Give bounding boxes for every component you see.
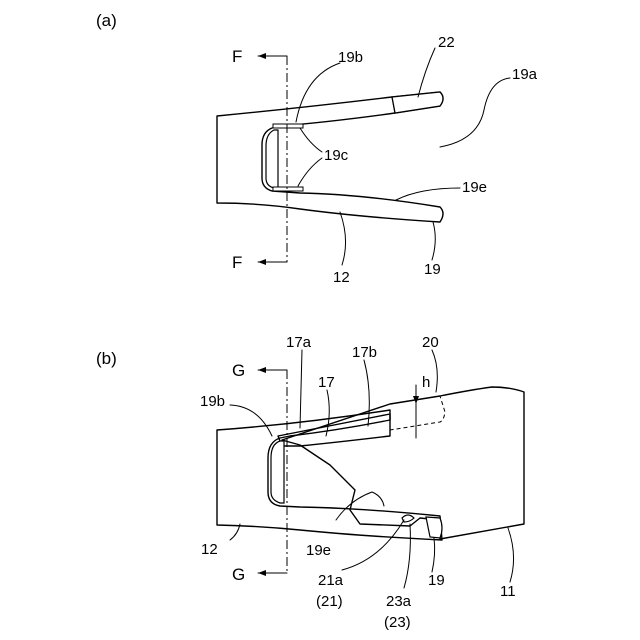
- arrowhead-g-top: [258, 367, 266, 373]
- tip-22: [392, 92, 443, 113]
- label-17b: 17b: [352, 344, 377, 361]
- label-23a: 23a: [386, 593, 412, 610]
- groove-19c-bottom: [273, 187, 303, 191]
- arrowhead-g-bottom: [258, 570, 266, 576]
- leader-12-b: [230, 524, 240, 540]
- label-20: 20: [422, 334, 439, 351]
- leader-19-b: [432, 538, 435, 572]
- leader-19-a: [432, 222, 435, 260]
- component-20-outline: [390, 396, 445, 430]
- member-11-section: [282, 387, 524, 539]
- panel-label-b: (b): [96, 349, 117, 368]
- label-17a: 17a: [286, 334, 312, 351]
- section-label-f-bottom: F: [232, 253, 242, 272]
- leader-21a: [342, 520, 404, 570]
- leader-20: [432, 350, 437, 392]
- tip-19-b: [426, 517, 442, 538]
- leader-23a: [404, 524, 410, 588]
- label-19c: 19c: [324, 147, 349, 164]
- arrowhead-f-top: [258, 53, 266, 59]
- slot-cavity-a: [266, 130, 278, 188]
- leader-19e-b: [336, 492, 384, 520]
- section-label-g-bottom: G: [232, 565, 245, 584]
- label-11: 11: [500, 583, 516, 600]
- label-21a: 21a: [318, 572, 344, 589]
- panel-label-a: (a): [96, 11, 117, 30]
- leader-12-a: [340, 212, 346, 265]
- groove-19c-top: [273, 124, 303, 128]
- leader-19b-b: [230, 405, 272, 436]
- leader-19e: [396, 188, 460, 200]
- label-23: (23): [384, 614, 411, 631]
- leader-19c-top: [300, 128, 322, 152]
- label-22: 22: [438, 34, 455, 51]
- label-19a: 19a: [512, 66, 538, 83]
- label-19b-b: 19b: [200, 393, 225, 410]
- label-19-a: 19: [424, 261, 441, 278]
- label-12-a: 12: [333, 269, 350, 286]
- leader-19c-bottom: [298, 158, 322, 186]
- label-21: (21): [316, 593, 343, 610]
- figure-b: (b) G G: [96, 334, 524, 631]
- figure-a: (a) F F 22 19b 19a 19c 19e 12: [96, 11, 538, 286]
- leader-11: [508, 528, 514, 582]
- section-label-f-top: F: [232, 47, 242, 66]
- leader-22: [418, 48, 435, 97]
- label-19e-b: 19e: [306, 542, 331, 559]
- leader-17: [326, 390, 329, 436]
- label-19-b: 19: [428, 572, 445, 589]
- leader-17b: [364, 360, 369, 426]
- leader-19b: [296, 63, 340, 122]
- leader-19a: [440, 78, 510, 147]
- label-19b-a: 19b: [338, 49, 363, 66]
- slot-cavity-b: [271, 441, 284, 503]
- label-h: h: [422, 374, 430, 391]
- section-label-g-top: G: [232, 361, 245, 380]
- label-17: 17: [318, 374, 335, 391]
- label-19e-a: 19e: [462, 179, 487, 196]
- label-12-b: 12: [201, 541, 218, 558]
- arrowhead-f-bottom: [258, 259, 266, 265]
- leader-17a: [300, 350, 302, 428]
